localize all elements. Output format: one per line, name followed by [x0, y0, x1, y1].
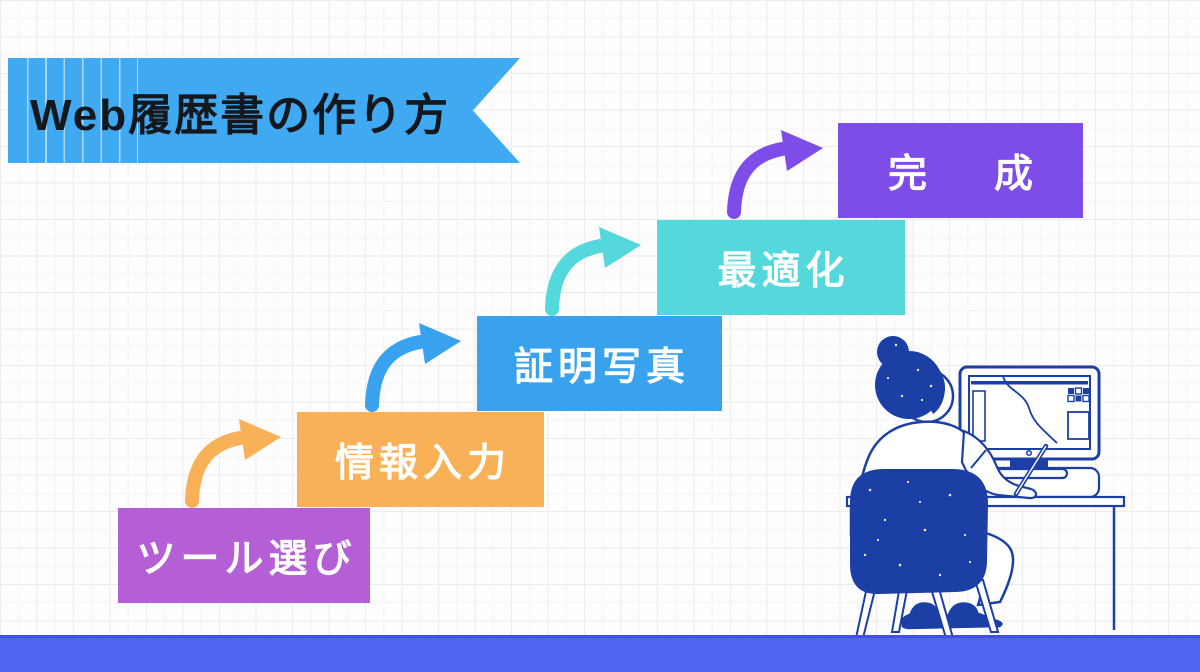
person-at-computer-illustration: [845, 336, 1126, 639]
step-box-tool-selection: ツール選び: [118, 508, 370, 603]
step-label-complete: 完 成: [887, 152, 1047, 196]
step-box-info-input: 情報入力: [297, 412, 544, 507]
person-hair-bun: [875, 336, 946, 419]
screen-drawing-curve: [1002, 375, 1058, 444]
screen-menubar: [971, 381, 1088, 385]
slippers: [899, 600, 1005, 631]
sleeve-line: [970, 449, 987, 469]
stylus-highlight: [1015, 445, 1047, 495]
curved-arrow-icon-to-step5: [727, 130, 823, 219]
step-label-info-input: 情報入力: [334, 441, 511, 485]
curved-arrow-icon-to-step2: [185, 419, 281, 508]
footer-bar: [0, 635, 1200, 672]
curved-arrow-icon-to-step3: [365, 323, 461, 412]
monitor: [958, 365, 1101, 461]
step-box-complete: 完 成: [838, 123, 1083, 218]
screen-color-palette: [1067, 387, 1090, 403]
chair: [850, 469, 988, 595]
screen-side-panel: [1067, 411, 1090, 440]
page-title: Web履歴書の作り方: [30, 90, 451, 140]
title-banner: Web履歴書の作り方: [8, 58, 520, 163]
step-label-tool-selection: ツール選び: [136, 537, 357, 581]
step-box-id-photo: 証明写真: [477, 316, 722, 411]
step-label-id-photo: 証明写真: [513, 345, 690, 389]
step-box-optimization: 最適化: [657, 220, 905, 315]
banner-stripes-decoration: [10, 58, 138, 163]
monitor-power-dot: [1025, 449, 1033, 457]
step-label-optimization: 最適化: [717, 249, 850, 293]
curved-arrow-icon-to-step4: [545, 227, 641, 316]
